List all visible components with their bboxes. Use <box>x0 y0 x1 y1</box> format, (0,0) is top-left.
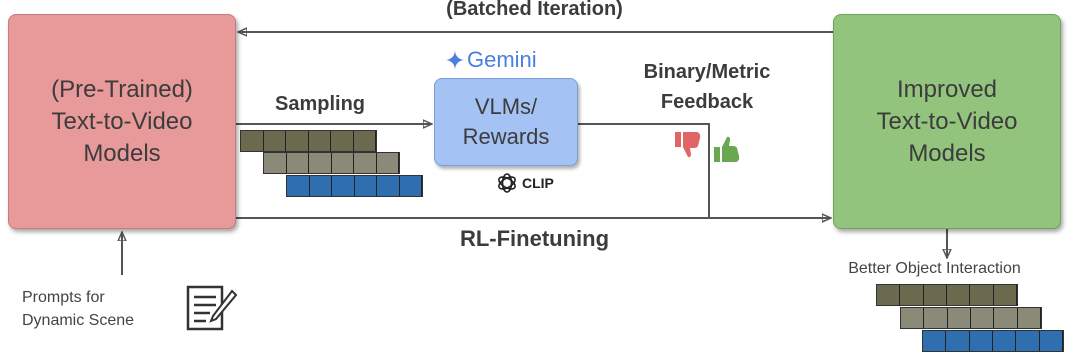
video-strip <box>240 130 377 152</box>
feedback-label: Binary/Metric Feedback <box>643 61 771 113</box>
feedback-line <box>578 123 710 218</box>
vlm-rewards-box: VLMs/ Rewards <box>434 78 578 166</box>
video-strip <box>263 152 400 174</box>
batched-iteration-label: (Batched Iteration) <box>446 0 623 20</box>
gemini-label: Gemini <box>467 47 537 72</box>
pretrained-model-label: (Pre-Trained) Text-to-Video Models <box>51 75 193 167</box>
better-object-interaction-label: Better Object Interaction <box>848 260 1021 277</box>
clip-label: CLIP <box>522 175 554 191</box>
thumbs-down-icon <box>675 132 701 158</box>
video-strip <box>922 330 1064 352</box>
gemini-logo: Gemini <box>445 47 537 73</box>
rl-finetuning-label: RL-Finetuning <box>459 226 610 251</box>
sampling-label: Sampling <box>275 93 366 115</box>
clip-logo: CLIP <box>496 172 554 194</box>
video-strip <box>876 284 1018 306</box>
thumbs-up-icon <box>714 136 740 162</box>
document-pencil-icon <box>186 285 238 331</box>
video-strip <box>900 307 1042 329</box>
pretrained-model-box: (Pre-Trained) Text-to-Video Models <box>8 14 236 229</box>
vlm-rewards-label: VLMs/ Rewards <box>462 94 550 149</box>
improved-model-label: Improved Text-to-Video Models <box>876 75 1018 167</box>
openai-logo-icon <box>498 173 516 193</box>
improved-model-box: Improved Text-to-Video Models <box>833 14 1061 229</box>
video-strip <box>286 175 423 197</box>
gemini-star-icon <box>445 50 465 70</box>
prompts-label: Prompts for Dynamic Scene <box>22 289 135 329</box>
